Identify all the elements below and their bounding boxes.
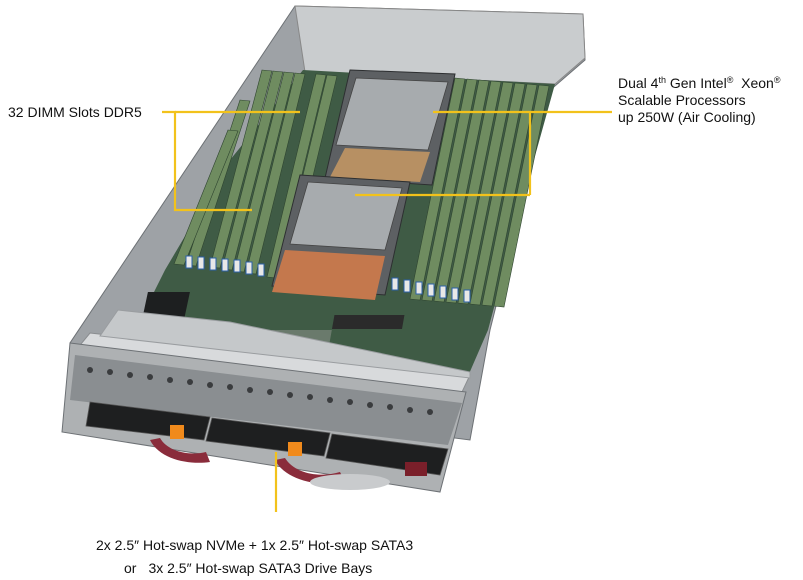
dimm-slots-label: 32 DIMM Slots DDR5: [8, 104, 142, 120]
m2-slot: [331, 315, 405, 329]
power-led: [405, 462, 427, 476]
cpu-heatsink-lower-fins: [272, 250, 385, 300]
cpu-heatsink-lower-plate: [289, 181, 403, 251]
callout-lines: [162, 110, 612, 512]
drive-tray-edge: [310, 474, 390, 490]
pull-tab-1: [150, 438, 210, 463]
processor-label: Dual 4th Gen Intel® Xeon® Scalable Proce…: [618, 75, 781, 125]
rear-cover: [294, 5, 586, 85]
cpu-heatsink-upper-plate: [335, 77, 449, 151]
drive-bays-label: 2x 2.5″ Hot-swap NVMe + 1x 2.5″ Hot-swap…: [96, 537, 414, 576]
callout-dimm: [162, 110, 252, 212]
vent-holes: [87, 367, 433, 415]
drive-latch-2: [288, 442, 302, 456]
front-vent-mesh: [70, 355, 462, 445]
drive-latch-1: [170, 425, 184, 439]
drive-cage-cover: [99, 309, 471, 379]
dimm-latches: [185, 255, 471, 303]
cpu-heatsink-upper-fins: [330, 148, 430, 182]
